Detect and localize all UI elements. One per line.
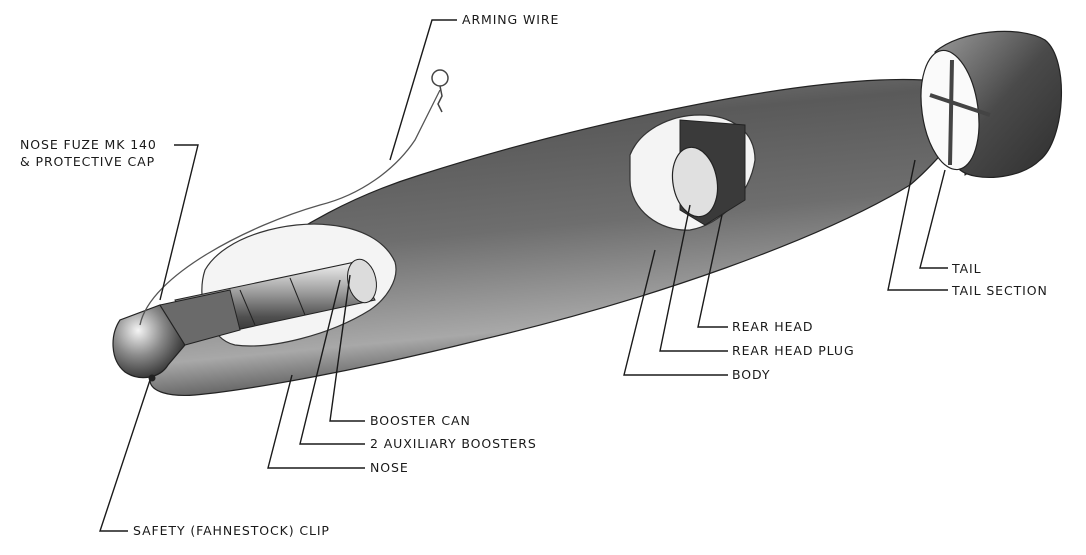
label-rear-head: REAR HEAD xyxy=(732,319,813,334)
label-tail-section: TAIL SECTION xyxy=(951,283,1048,298)
leader-arming-wire xyxy=(390,20,457,160)
label-rear-head-plug: REAR HEAD PLUG xyxy=(732,343,855,358)
label-booster-can: BOOSTER CAN xyxy=(370,413,471,428)
label-body: BODY xyxy=(732,367,770,382)
label-nose: NOSE xyxy=(370,460,409,475)
label-safety-clip: SAFETY (FAHNESTOCK) CLIP xyxy=(133,523,330,538)
label-arming-wire: ARMING WIRE xyxy=(462,12,559,27)
leader-tail xyxy=(920,170,948,268)
label-nose-fuze-line1: NOSE FUZE MK 140 xyxy=(20,137,157,152)
leader-safety-clip xyxy=(100,380,150,531)
label-auxiliary-boosters: 2 AUXILIARY BOOSTERS xyxy=(370,436,537,451)
label-tail: TAIL xyxy=(951,261,981,276)
label-nose-fuze-line2: & PROTECTIVE CAP xyxy=(20,154,155,169)
leader-nose-fuze xyxy=(160,145,198,300)
